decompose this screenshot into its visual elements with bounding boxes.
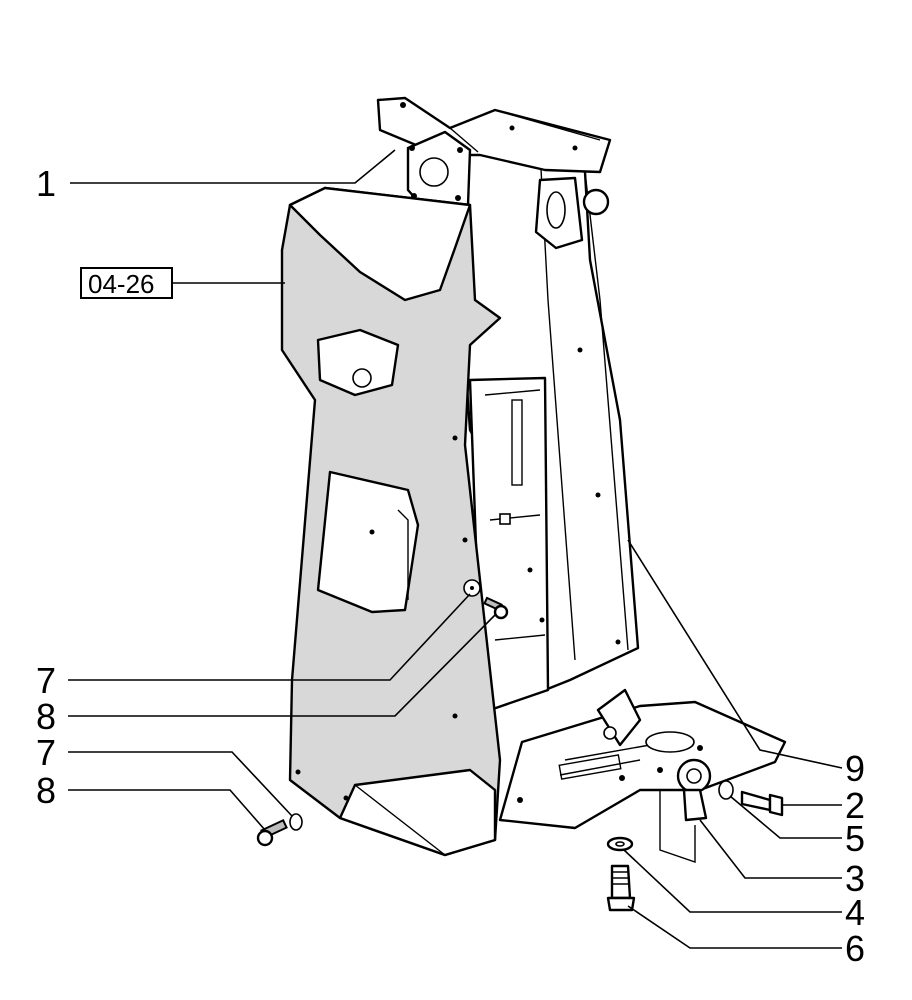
- bolt-2: [740, 790, 784, 817]
- rear-frame: [450, 148, 640, 712]
- callout-1: 1: [36, 163, 56, 204]
- screw-8-upper: [483, 596, 509, 620]
- callout-8-lower: 8: [36, 770, 56, 811]
- base-plate: [498, 700, 787, 830]
- washer-7-upper: [463, 579, 481, 597]
- leader-lines: [68, 149, 843, 949]
- callout-6: 6: [845, 928, 865, 969]
- washer-7-lower: [289, 813, 303, 831]
- column-cover: [280, 186, 502, 857]
- callout-4: 4: [845, 892, 865, 933]
- bolt-6: [606, 864, 636, 912]
- callout-5: 5: [845, 818, 865, 859]
- reference-box[interactable]: 04-26: [80, 267, 173, 299]
- callout-3: 3: [845, 858, 865, 899]
- screw-8-lower: [256, 818, 288, 847]
- reference-box-label: 04-26: [88, 269, 155, 299]
- callout-labels: 1 7 8 7 8 9 2 5 3 4 6: [36, 163, 865, 969]
- callout-2: 2: [845, 785, 865, 826]
- callout-7-lower: 7: [36, 732, 56, 773]
- callout-7-upper: 7: [36, 660, 56, 701]
- washer-5: [718, 780, 734, 800]
- callout-8-upper: 8: [36, 696, 56, 737]
- nut-4: [606, 836, 634, 852]
- pivot-boss: [596, 688, 642, 747]
- rod-end-3: [676, 758, 712, 822]
- callout-9: 9: [845, 748, 865, 789]
